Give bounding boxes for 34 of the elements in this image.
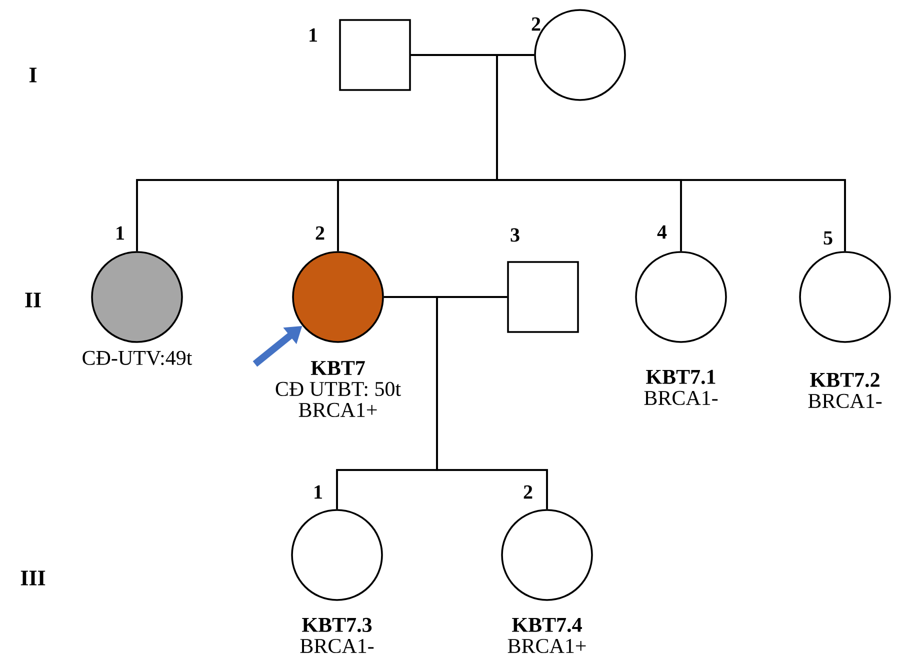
individual-label: KBT7.4 — [512, 618, 582, 632]
square-symbol — [339, 19, 411, 91]
individual-label: KBT7 — [310, 361, 365, 375]
circle-symbol — [291, 509, 383, 601]
individual-number: 1 — [314, 485, 322, 499]
pedigree-line — [436, 296, 548, 510]
individual-label: KBT7.2 — [810, 372, 880, 388]
individual-number: 4 — [657, 225, 667, 239]
individual-number: 5 — [824, 231, 832, 245]
individual-label: BRCA1+ — [298, 402, 377, 418]
individual-number: 3 — [510, 228, 520, 242]
individual-label: KBT7.3 — [302, 618, 372, 632]
individual-label: BRCA1- — [300, 638, 374, 654]
individual-number: 2 — [532, 17, 540, 31]
individual-number: 1 — [116, 226, 124, 240]
generation-label: I — [29, 68, 37, 82]
generation-label: II — [25, 292, 41, 308]
circle-symbol — [501, 509, 593, 601]
circle-symbol — [91, 251, 183, 343]
circle-symbol — [292, 251, 384, 343]
individual-number: 1 — [310, 28, 317, 42]
individual-label: CĐ UTBT: 50t — [276, 382, 401, 396]
individual-number: 2 — [316, 226, 324, 240]
circle-symbol — [799, 251, 891, 343]
individual-label: BRCA1+ — [508, 638, 586, 654]
individual-label: KBT7.1 — [646, 370, 716, 384]
pedigree-line — [496, 54, 846, 252]
individual-label: CĐ-UTV:49t — [82, 350, 192, 366]
circle-symbol — [635, 251, 727, 343]
individual-number: 2 — [524, 485, 532, 499]
square-symbol — [507, 261, 579, 333]
individual-label: BRCA1- — [808, 394, 882, 408]
individual-label: BRCA1- — [644, 390, 718, 406]
generation-label: III — [20, 570, 46, 586]
